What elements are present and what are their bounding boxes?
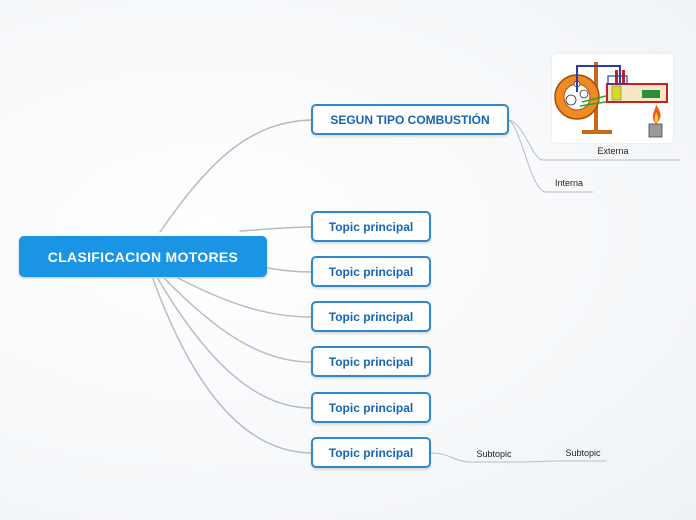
topic-label: Topic principal: [328, 309, 414, 324]
connector-topic-2: [239, 226, 312, 232]
topic-label: Topic principal: [328, 445, 414, 460]
central-topic-label: CLASIFICACION MOTORES: [47, 248, 239, 265]
connector-topic-1: [159, 119, 312, 233]
subtopic-interna[interactable]: Interna: [554, 178, 584, 188]
subtopic-1[interactable]: Subtopic: [476, 449, 512, 459]
topic-segun-tipo-combustion[interactable]: SEGUN TIPO COMBUSTIÓN: [311, 104, 509, 135]
topic-label: Topic principal: [328, 354, 414, 369]
engine-image[interactable]: [552, 54, 673, 143]
topic-principal-6[interactable]: Topic principal: [311, 437, 431, 468]
connector-interna: [508, 119, 593, 193]
topic-principal-5[interactable]: Topic principal: [311, 392, 431, 423]
connector-subtopic-2: [519, 460, 606, 463]
topic-principal-3[interactable]: Topic principal: [311, 301, 431, 332]
topic-principal-1[interactable]: Topic principal: [311, 211, 431, 242]
subtopic-2[interactable]: Subtopic: [565, 448, 601, 458]
stirling-engine-icon: [554, 62, 668, 138]
topic-label: SEGUN TIPO COMBUSTIÓN: [330, 112, 490, 127]
topic-principal-4[interactable]: Topic principal: [311, 346, 431, 377]
connector-topic-7: [152, 278, 312, 454]
central-topic[interactable]: CLASIFICACION MOTORES: [19, 236, 267, 277]
topic-label: Topic principal: [328, 264, 414, 279]
connector-topic-5: [164, 278, 312, 363]
connector-topic-3: [267, 267, 312, 273]
topic-label: Topic principal: [328, 219, 414, 234]
topic-label: Topic principal: [328, 400, 414, 415]
connector-topic-6: [157, 278, 312, 409]
connector-externa: [508, 119, 680, 161]
connector-subtopic-1: [430, 452, 520, 463]
connector-topic-4: [177, 277, 312, 318]
subtopic-externa[interactable]: Externa: [597, 146, 629, 156]
topic-principal-2[interactable]: Topic principal: [311, 256, 431, 287]
